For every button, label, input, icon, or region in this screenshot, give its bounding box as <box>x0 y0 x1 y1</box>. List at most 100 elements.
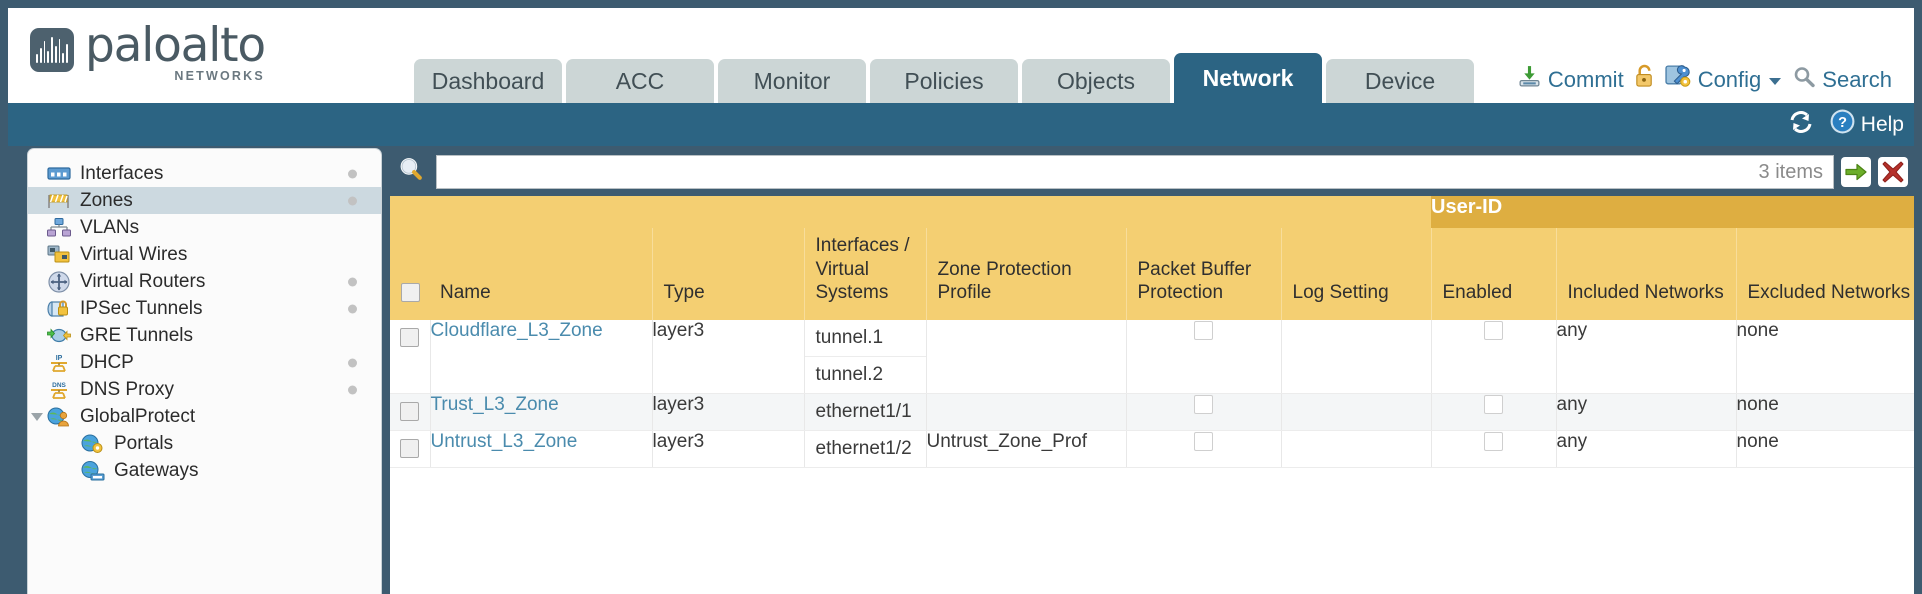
col-header-packet-buffer-protection[interactable]: Packet Buffer Protection <box>1125 228 1281 320</box>
col-header-name[interactable]: Name <box>430 228 652 320</box>
user-id-enabled-checkbox[interactable] <box>1484 395 1503 415</box>
packet-buffer-protection-checkbox[interactable] <box>1194 395 1213 415</box>
row-select-cell[interactable] <box>390 320 430 394</box>
zone-name-link[interactable]: Cloudflare_L3_Zone <box>430 320 603 341</box>
cell-packet-buffer-protection[interactable] <box>1125 320 1281 394</box>
tab-network[interactable]: Network <box>1174 53 1322 103</box>
sidebar-item-portals[interactable]: Portals <box>28 430 381 457</box>
sidebar-item-interfaces[interactable]: Interfaces <box>28 160 381 187</box>
commit-button[interactable]: Commit <box>1517 64 1624 95</box>
item-count-label: 3 items <box>1758 160 1823 183</box>
col-header-excluded-networks[interactable]: Excluded Networks <box>1735 228 1914 320</box>
packet-buffer-protection-checkbox[interactable] <box>1194 432 1213 452</box>
cell-name[interactable]: Untrust_L3_Zone <box>429 430 652 468</box>
cell-name[interactable]: Cloudflare_L3_Zone <box>429 320 652 394</box>
sidebar-item-gateways[interactable]: Gateways <box>28 457 381 484</box>
filter-input-wrap[interactable]: 3 items <box>436 155 1834 189</box>
interface-entry: ethernet1/1 <box>815 401 912 422</box>
table-row[interactable]: Untrust_L3_Zone layer3 ethernet1/2 Untru… <box>390 430 1914 468</box>
cell-log-setting <box>1280 320 1431 394</box>
row-checkbox[interactable] <box>400 439 420 459</box>
brand-logo[interactable]: paloalto NETWORKS <box>30 18 266 83</box>
cell-user-id-enabled[interactable] <box>1430 320 1556 394</box>
virtual-routers-icon <box>46 270 72 293</box>
cell-excluded-networks: none <box>1735 393 1914 431</box>
sidebar-list: Interfaces Zones <box>28 149 381 484</box>
row-checkbox[interactable] <box>400 328 420 348</box>
table-row[interactable]: Trust_L3_Zone layer3 ethernet1/1 <box>390 393 1914 431</box>
interface-entry: tunnel.2 <box>815 364 884 385</box>
cell-log-setting <box>1280 430 1431 468</box>
svg-text:IP: IP <box>56 355 63 362</box>
select-all-checkbox[interactable] <box>400 283 420 303</box>
config-menu[interactable]: Config <box>1665 64 1784 95</box>
sidebar-item-virtual-wires[interactable]: Virtual Wires <box>28 241 381 268</box>
cell-name[interactable]: Trust_L3_Zone <box>429 393 652 431</box>
zone-name-link[interactable]: Untrust_L3_Zone <box>430 431 578 452</box>
cell-user-id-enabled[interactable] <box>1430 430 1556 468</box>
sidebar-item-zones[interactable]: Zones <box>28 187 381 214</box>
sidebar-item-virtual-routers[interactable]: Virtual Routers <box>28 268 381 295</box>
main-nav-tabs: Dashboard ACC Monitor Policies Objects N… <box>414 53 1474 103</box>
tab-policies[interactable]: Policies <box>870 59 1018 103</box>
cell-packet-buffer-protection[interactable] <box>1125 430 1281 468</box>
brand-tagline: NETWORKS <box>174 69 265 83</box>
tab-device[interactable]: Device <box>1326 59 1474 103</box>
row-checkbox[interactable] <box>400 402 420 422</box>
col-header-included-networks[interactable]: Included Networks <box>1555 228 1736 320</box>
packet-buffer-protection-checkbox[interactable] <box>1194 321 1213 341</box>
col-header-interfaces-virtual-systems[interactable]: Interfaces / Virtual Systems <box>803 228 926 320</box>
sidebar-label: Portals <box>114 432 174 454</box>
search-button[interactable]: Search <box>1792 65 1892 95</box>
user-id-enabled-checkbox[interactable] <box>1484 432 1503 452</box>
sidebar-label: VLANs <box>80 216 140 238</box>
row-select-cell[interactable] <box>390 430 430 468</box>
gre-tunnels-icon <box>46 326 72 346</box>
sidebar-label: GRE Tunnels <box>80 324 193 346</box>
sidebar-item-ipsec-tunnels[interactable]: IPSec Tunnels <box>28 295 381 322</box>
col-header-zone-protection-profile[interactable]: Zone Protection Profile <box>925 228 1126 320</box>
user-id-enabled-checkbox[interactable] <box>1484 321 1503 341</box>
cell-excluded-networks: none <box>1735 430 1914 468</box>
refresh-button[interactable] <box>1787 109 1815 141</box>
sidebar-label: Gateways <box>114 459 199 481</box>
tab-monitor[interactable]: Monitor <box>718 59 866 103</box>
search-label: Search <box>1822 66 1892 92</box>
sidebar-item-dhcp[interactable]: IP DHCP <box>28 349 381 376</box>
zones-icon <box>46 191 72 211</box>
sidebar-item-globalprotect[interactable]: GlobalProtect <box>28 403 381 430</box>
sidebar-item-gre-tunnels[interactable]: GRE Tunnels <box>28 322 381 349</box>
lock-button[interactable] <box>1633 64 1656 95</box>
tab-acc[interactable]: ACC <box>566 59 714 103</box>
sidebar-label: Virtual Wires <box>80 243 188 265</box>
table-row[interactable]: Cloudflare_L3_Zone layer3 tunnel.1 tunne… <box>390 320 1914 394</box>
tab-objects[interactable]: Objects <box>1022 59 1170 103</box>
cell-user-id-enabled[interactable] <box>1430 393 1556 431</box>
cell-type: layer3 <box>651 320 804 394</box>
col-header-enabled[interactable]: Enabled <box>1430 228 1556 320</box>
filter-search-icon[interactable] <box>394 156 429 188</box>
brand-name: paloalto <box>85 18 266 73</box>
cell-type: layer3 <box>651 393 804 431</box>
select-all-header[interactable] <box>390 228 430 320</box>
col-header-log-setting[interactable]: Log Setting <box>1280 228 1431 320</box>
row-select-cell[interactable] <box>390 393 430 431</box>
dns-proxy-icon: DNS <box>46 380 72 400</box>
search-icon <box>1792 65 1816 95</box>
help-button[interactable]: ? Help <box>1829 108 1904 141</box>
clear-filter-button[interactable] <box>1878 157 1908 187</box>
col-header-type[interactable]: Type <box>651 228 804 320</box>
filter-input[interactable] <box>447 161 1751 183</box>
apply-filter-button[interactable] <box>1841 157 1871 187</box>
cell-interfaces: tunnel.1 tunnel.2 <box>803 320 926 394</box>
tab-dashboard[interactable]: Dashboard <box>414 59 562 103</box>
sidebar-item-dns-proxy[interactable]: DNS DNS Proxy <box>28 376 381 403</box>
cell-packet-buffer-protection[interactable] <box>1125 393 1281 431</box>
status-dot <box>348 358 357 367</box>
svg-text:?: ? <box>1838 115 1847 131</box>
group-header-user-id: User-ID <box>1431 196 1914 228</box>
cell-zone-protection-profile: Untrust_Zone_Prof <box>925 430 1126 468</box>
expand-caret-icon[interactable] <box>31 412 43 421</box>
sidebar-item-vlans[interactable]: VLANs <box>28 214 381 241</box>
zone-name-link[interactable]: Trust_L3_Zone <box>430 394 559 415</box>
